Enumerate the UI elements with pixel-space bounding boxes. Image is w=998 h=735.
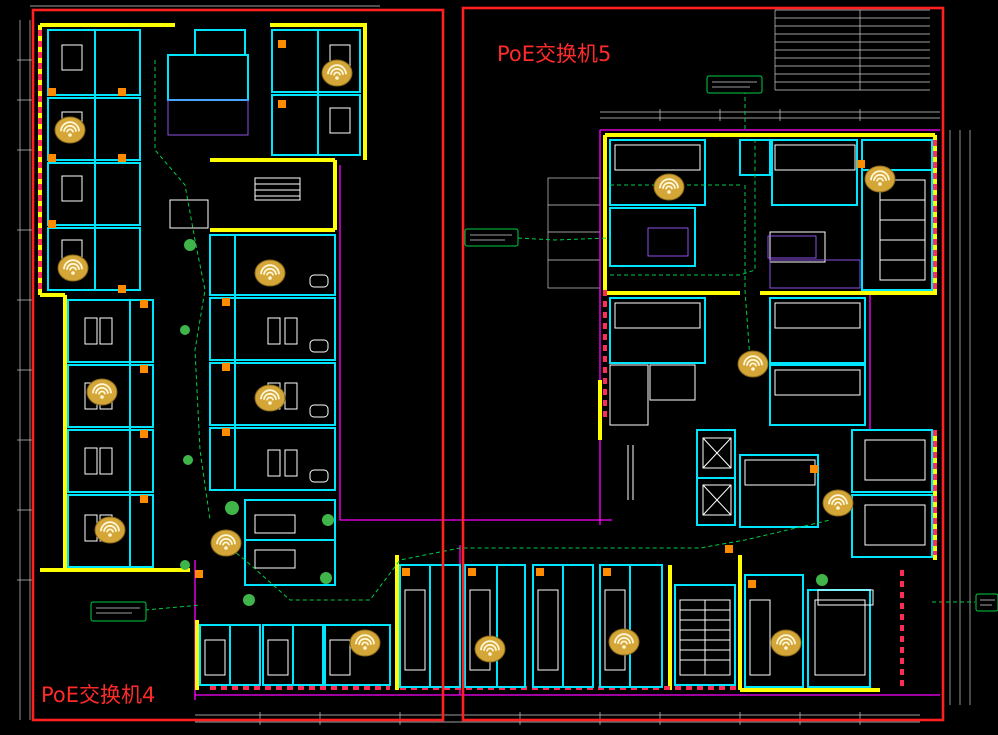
wifi-icon — [653, 173, 685, 201]
dimension-ticks — [17, 59, 861, 725]
wifi-icon — [210, 529, 242, 557]
wifi-icon — [254, 384, 286, 412]
cable-routes — [144, 60, 975, 611]
wifi-icon — [54, 116, 86, 144]
dimension-lines — [19, 5, 971, 723]
wifi-icon — [57, 254, 89, 282]
wifi-icon — [254, 259, 286, 287]
fixtures — [61, 44, 926, 676]
annotation-tags — [90, 75, 998, 622]
interior-walls — [47, 29, 933, 688]
wifi-icon — [770, 629, 802, 657]
plant-icon — [180, 239, 828, 606]
zone-borders — [31, 6, 945, 722]
zone-5-label: PoE交换机5 — [497, 42, 612, 66]
annotation-tag-lines — [96, 81, 995, 614]
room-outlines — [167, 99, 861, 289]
zone-4-label: PoE交换机4 — [41, 683, 156, 707]
exterior-walls — [38, 23, 937, 692]
wifi-icon — [349, 629, 381, 657]
zone-4-border — [31, 8, 445, 722]
wifi-icon — [474, 635, 506, 663]
wifi-icon — [321, 59, 353, 87]
wifi-markers — [54, 59, 896, 663]
door-marks — [48, 40, 865, 588]
wifi-icon — [608, 628, 640, 656]
zone-5-border — [461, 6, 945, 722]
wifi-icon — [94, 516, 126, 544]
wifi-icon — [822, 489, 854, 517]
wifi-icon — [86, 378, 118, 406]
wifi-icon — [864, 165, 896, 193]
wifi-icon — [737, 350, 769, 378]
